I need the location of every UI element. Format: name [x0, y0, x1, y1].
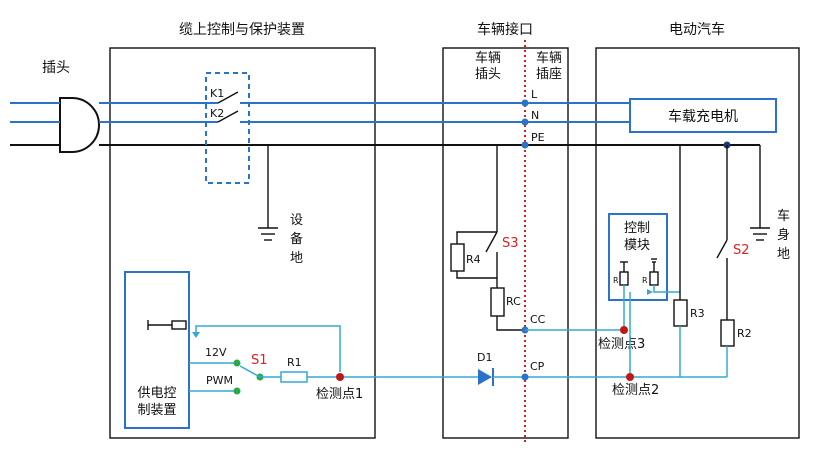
r4-resistor	[450, 243, 465, 272]
r2-resistor	[720, 319, 735, 347]
detection-point-3-label: 检测点3	[598, 337, 645, 352]
plug-icon	[10, 97, 100, 153]
supply-control-box	[124, 271, 190, 429]
equipment-ground-label-3: 地	[290, 251, 303, 266]
module-cp-resistor-icon	[647, 258, 680, 295]
body-ground-icon	[750, 227, 770, 241]
r2-label: R2	[737, 327, 752, 340]
pe-junction-dot	[521, 141, 529, 149]
n-label: N	[531, 109, 539, 122]
section-title-vehicle-interface: 车辆接口	[477, 21, 533, 38]
supply-control-label-1: 供电控	[137, 386, 176, 401]
k2-switch	[217, 110, 239, 123]
d1-label: D1	[477, 351, 492, 364]
onboard-charger-label: 车载充电机	[668, 108, 738, 125]
pwm-label: PWM	[206, 374, 233, 387]
detection-point-2-dot	[626, 373, 634, 381]
vehicle-interface-frame	[442, 47, 569, 439]
electric-vehicle-frame	[595, 47, 800, 439]
vehicle-plug-label-1: 车辆	[475, 50, 501, 66]
s1-contact-pwm-dot	[233, 387, 241, 395]
s2-label: S2	[733, 243, 750, 258]
d1-diode-icon	[478, 368, 494, 386]
module-cc-resistor-icon	[619, 261, 629, 330]
plug-label: 插头	[42, 60, 70, 76]
body-ground-label-1: 车	[777, 208, 790, 224]
body-ground-label-2: 身	[777, 227, 790, 243]
l-label: L	[531, 88, 538, 101]
cc-label: CC	[530, 313, 546, 326]
pe-label: PE	[531, 131, 545, 144]
equipment-ground-icon	[258, 227, 278, 241]
section-title-control-protection: 缆上控制与保护装置	[179, 22, 305, 38]
control-module-label-2: 模块	[624, 238, 650, 253]
r4-wire-top	[456, 231, 497, 244]
vehicle-socket-label-2: 插座	[536, 67, 562, 82]
section-title-electric-vehicle: 电动汽车	[669, 21, 725, 38]
cp-label: CP	[530, 360, 545, 373]
supply-ground-resistor-icon	[147, 320, 187, 330]
s3-label: S3	[502, 236, 519, 251]
rc-label: RC	[506, 295, 521, 308]
k1-switch	[217, 91, 239, 104]
detection-point-1-dot	[336, 373, 344, 381]
k2-label: K2	[210, 107, 224, 120]
module-cp-resistor-label: R	[642, 276, 648, 285]
equipment-ground-label-2: 备	[290, 231, 303, 247]
equipment-ground-label-1: 设	[290, 213, 303, 228]
r1-resistor	[280, 371, 308, 383]
onboard-charger-box	[629, 98, 777, 133]
n-junction-dot	[521, 118, 529, 126]
r4-label: R4	[466, 253, 481, 266]
k1-label: K1	[210, 87, 224, 100]
detection-point-1-label: 检测点1	[316, 387, 363, 402]
s1-label: S1	[251, 353, 268, 368]
detection-point-2-label: 检测点2	[612, 383, 659, 398]
s1-switch	[239, 365, 261, 378]
rc-wire-to-cc	[496, 316, 525, 331]
s3-switch	[485, 231, 498, 253]
detection-feedback-wire	[195, 325, 341, 372]
body-ground-label-3: 地	[777, 247, 790, 262]
r3-label: R3	[690, 307, 705, 320]
control-protection-frame	[109, 47, 376, 439]
r3-resistor	[673, 299, 688, 327]
s2-switch	[716, 239, 728, 259]
supply-control-label-2: 制装置	[137, 403, 176, 418]
vehicle-plug-label-2: 插头	[475, 67, 501, 82]
module-cc-resistor-label: R	[613, 276, 619, 285]
k1-k2-relay-box	[205, 72, 250, 184]
control-module-label-1: 控制	[624, 221, 650, 236]
vehicle-socket-label-1: 车辆	[536, 50, 562, 66]
s1-contact-12v-dot	[233, 359, 241, 367]
cp-junction-dot	[521, 373, 529, 381]
rc-resistor	[490, 287, 505, 317]
detection-point-3-dot	[620, 326, 628, 334]
r1-label: R1	[287, 356, 302, 369]
control-module-box	[608, 213, 668, 301]
l-junction-dot	[521, 99, 529, 107]
voltage-12v-label: 12V	[205, 346, 227, 359]
feedback-arrow-icon	[192, 332, 200, 338]
r4-wire-bottom	[456, 271, 497, 279]
